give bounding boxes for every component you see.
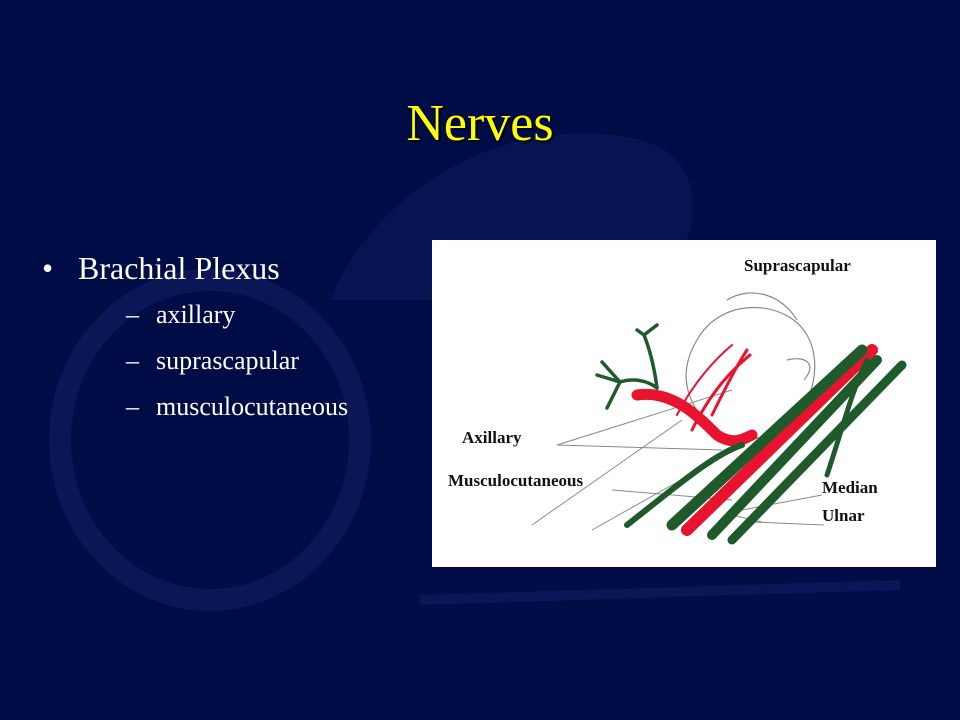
sub-bullet-musculocutaneous: – musculocutaneous [78,384,422,430]
scapula-outline [726,292,811,381]
label-ulnar: Ulnar [822,506,865,525]
sub-bullet-marker: – [126,346,139,375]
sub-bullet-list: – axillary – suprascapular – musculocuta… [78,292,422,430]
sub-bullet-label: suprascapular [156,346,299,375]
bullet-marker: • [42,250,54,286]
label-suprascapular: Suprascapular [744,256,851,275]
green-branch [595,323,659,410]
page-title: Nerves [406,95,554,152]
sub-bullet-label: axillary [156,300,236,329]
sub-bullet-marker: – [126,392,139,421]
background-streak [419,580,901,605]
sub-bullet-axillary: – axillary [78,292,422,338]
sub-bullet-marker: – [126,300,139,329]
sub-bullet-label: musculocutaneous [156,392,349,421]
label-median: Median [822,478,878,497]
green-nerves [624,344,907,545]
label-musculocutaneous: Musculocutaneous [448,471,584,490]
diagram-drawing [531,292,907,545]
bullet-list: • Brachial Plexus – axillary – suprascap… [42,246,422,430]
brachial-plexus-diagram: Suprascapular Axillary Musculocutaneous … [432,240,936,567]
sub-bullet-suprascapular: – suprascapular [78,338,422,384]
bullet-label: Brachial Plexus [78,250,280,286]
label-axillary: Axillary [462,428,522,447]
bullet-brachial-plexus: • Brachial Plexus – axillary – suprascap… [42,246,422,430]
background-ring [49,269,371,611]
